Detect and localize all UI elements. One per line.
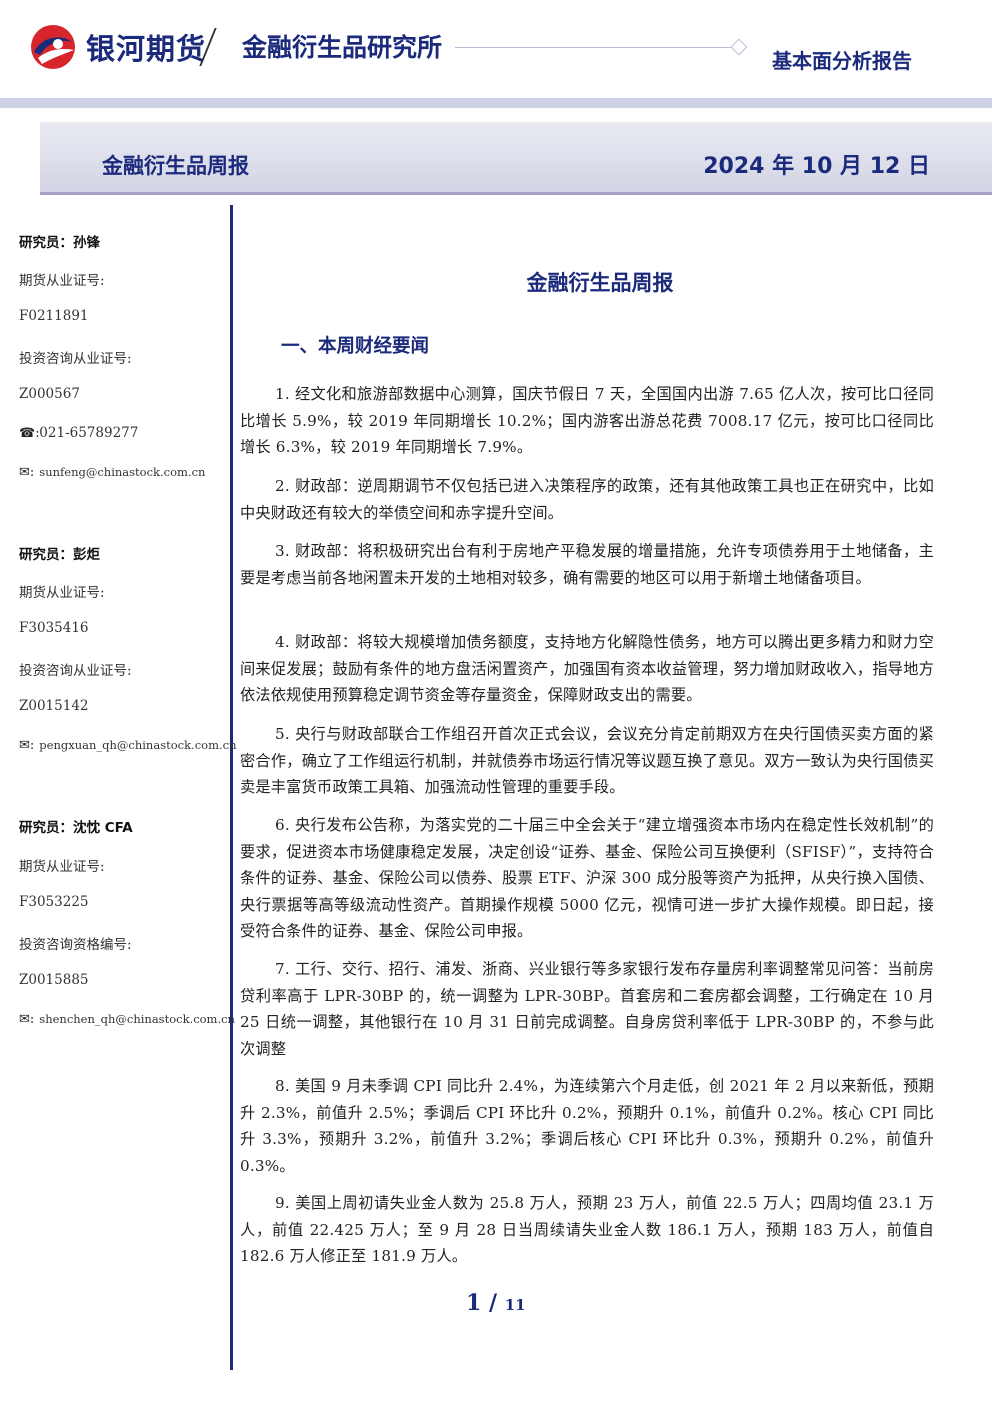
analyst-sidebar: 研究员：孙锋 期货从业证号: F0211891 投资咨询从业证号: Z00056… <box>0 205 236 1365</box>
report-date: 2024 年 10 月 12 日 <box>703 154 930 179</box>
news-item: 3. 财政部：将积极研究出台有利于房地产平稳发展的增量措施，允许专项债券用于土地… <box>240 542 934 587</box>
news-item: 9. 美国上周初请失业金人数为 25.8 万人，预期 23 万人，前值 22.5… <box>240 1194 934 1265</box>
researcher-name: 研究员：沈忱 CFA <box>19 820 133 836</box>
email-link[interactable]: sunfeng@chinastock.com.cn <box>39 465 206 479</box>
email-icon: ✉: <box>19 1012 35 1027</box>
header-rule <box>455 47 733 48</box>
license-number: F0211891 <box>19 308 89 324</box>
email-icon: ✉: <box>19 465 35 480</box>
consult-label: 投资咨询从业证号: <box>19 351 132 367</box>
consult-number: Z0015142 <box>19 698 89 714</box>
page-header: 银河期货 金融衍生品研究所 基本面分析报告 <box>0 0 992 110</box>
phone-line: ☎: 021-65789277 <box>19 425 138 441</box>
news-item: 4. 财政部：将较大规模增加债务额度，支持地方化解隐性债务，地方可以腾出更多精力… <box>240 633 934 704</box>
news-item: 7. 工行、交行、招行、浦发、浙商、兴业银行等多家银行发布存量房利率调整常见问答… <box>240 960 934 1058</box>
current-page: 1 <box>466 1290 482 1316</box>
band-title: 金融衍生品周报 <box>102 154 249 178</box>
consult-label: 投资咨询资格编号: <box>19 937 132 953</box>
email-link[interactable]: pengxuan_qh@chinastock.com.cn <box>39 738 237 752</box>
page-title: 金融衍生品周报 <box>526 271 674 295</box>
galaxy-logo-icon <box>31 25 75 69</box>
news-item: 1. 经文化和旅游部数据中心测算，国庆节假日 7 天，全国国内出游 7.65 亿… <box>240 385 934 456</box>
license-number: F3053225 <box>19 894 89 910</box>
news-item: 8. 美国 9 月未季调 CPI 同比升 2.4%，为连续第六个月走低，创 20… <box>240 1077 934 1175</box>
news-item: 2. 财政部：逆周期调节不仅包括已进入决策程序的政策，还有其他政策工具也正在研究… <box>240 477 934 522</box>
email-link[interactable]: shenchen_qh@chinastock.com.cn <box>39 1012 235 1026</box>
email-icon: ✉: <box>19 738 35 753</box>
license-label: 期货从业证号: <box>19 585 105 601</box>
email-line: ✉: sunfeng@chinastock.com.cn <box>19 464 205 480</box>
license-label: 期货从业证号: <box>19 859 105 875</box>
news-item: 6. 央行发布公告称，为落实党的二十届三中全会关于“建立增强资本市场内在稳定性长… <box>240 816 934 940</box>
company-name: 银河期货 <box>86 32 207 66</box>
phone-number: 021-65789277 <box>39 425 139 441</box>
license-label: 期货从业证号: <box>19 273 105 289</box>
license-number: F3035416 <box>19 620 89 636</box>
page-number: 1 / 11 <box>466 1290 526 1316</box>
main-content: 金融衍生品周报 一、本周财经要闻 1. 经文化和旅游部数据中心测算，国庆节假日 … <box>240 205 940 1365</box>
news-item: 5. 央行与财政部联合工作组召开首次正式会议，会议充分肯定前期双方在央行国债买卖… <box>240 725 934 796</box>
report-type: 基本面分析报告 <box>772 49 912 73</box>
page-separator: / <box>488 1290 498 1316</box>
consult-number: Z0015885 <box>19 972 89 988</box>
consult-label: 投资咨询从业证号: <box>19 663 132 679</box>
email-line: ✉: pengxuan_qh@chinastock.com.cn <box>19 737 236 753</box>
header-band <box>0 98 992 108</box>
consult-number: Z000567 <box>19 386 80 402</box>
researcher-name: 研究员：彭炬 <box>19 547 100 563</box>
title-band: 金融衍生品周报 2024 年 10 月 12 日 <box>40 122 992 195</box>
total-pages: 11 <box>504 1296 526 1314</box>
sidebar-divider <box>230 205 233 1370</box>
email-line: ✉: shenchen_qh@chinastock.com.cn <box>19 1011 235 1027</box>
phone-icon: ☎: <box>19 426 40 441</box>
diamond-icon <box>730 38 748 56</box>
institute-name: 金融衍生品研究所 <box>242 33 443 62</box>
researcher-name: 研究员：孙锋 <box>19 235 100 251</box>
section-heading: 一、本周财经要闻 <box>281 336 430 357</box>
